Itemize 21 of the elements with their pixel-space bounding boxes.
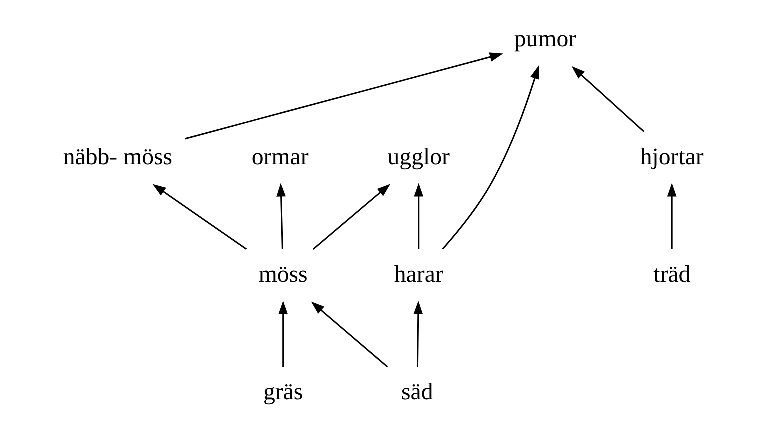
node-text: möss [258, 262, 308, 288]
node-text: näbb- möss [62, 144, 172, 170]
arrow [276, 183, 286, 250]
arrow [184, 52, 503, 140]
arrow [571, 66, 644, 132]
node-text: träd [653, 262, 690, 288]
node-text: ugglor [387, 144, 450, 170]
node-text: säd [401, 380, 433, 406]
arrow [278, 300, 288, 368]
node-text: harar [394, 262, 443, 288]
node-text: hjortar [640, 144, 704, 170]
arrow [666, 183, 676, 250]
arrow [414, 183, 424, 250]
node-text: pumor [514, 26, 576, 53]
node-text: ormar [251, 144, 308, 170]
arrow [310, 302, 388, 368]
arrow [413, 300, 423, 368]
arrow [152, 184, 247, 250]
node-text: gräs [262, 380, 303, 406]
arrow [442, 66, 539, 250]
arrow [312, 184, 390, 250]
